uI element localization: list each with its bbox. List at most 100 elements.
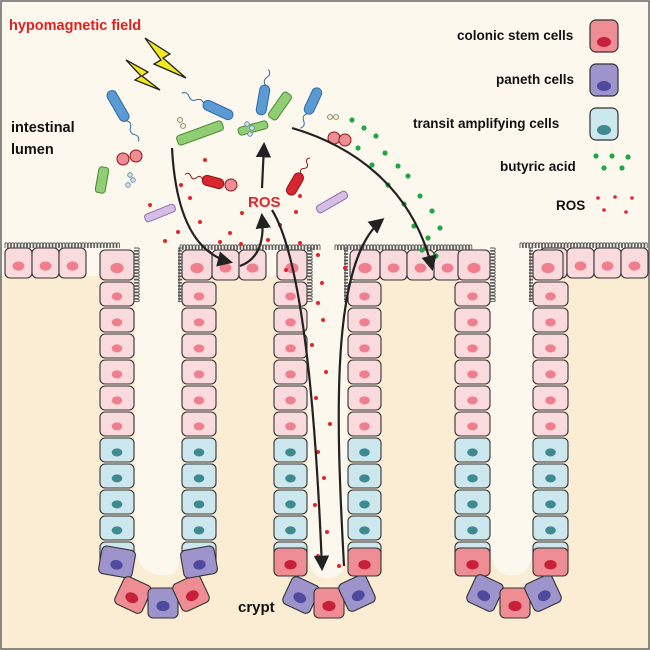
- epithelial-cell: [532, 359, 569, 385]
- ros-dot: [343, 266, 347, 270]
- lumen-label-line1: intestinal: [11, 120, 75, 136]
- epithelial-cell: [273, 359, 308, 385]
- epithelial-cell: [454, 307, 491, 333]
- paneth-cell: [466, 574, 504, 612]
- bacterium-purple-2: [315, 190, 349, 214]
- epithelial-cell: [454, 359, 491, 385]
- epithelial-cell: [532, 281, 569, 307]
- butyric-dot: [429, 208, 435, 214]
- arrow-lumen-to-epithelium: [170, 147, 233, 267]
- legend-paneth-icon: [589, 63, 619, 97]
- epithelial-cell: [58, 247, 87, 279]
- bacteria-group: [94, 69, 352, 223]
- epithelial-cell: [181, 281, 217, 307]
- legend-stem-label: colonic stem cells: [457, 28, 573, 43]
- stem-cell: [172, 574, 210, 612]
- butyric-dot: [373, 133, 379, 139]
- epithelial-cell: [211, 249, 240, 281]
- stem-cell: [532, 547, 569, 577]
- transit-amplifying-cell: [532, 437, 569, 463]
- ros-dot: [310, 343, 314, 347]
- stem-cell: [114, 576, 152, 614]
- legend-ta-label: transit amplifying cells: [413, 116, 559, 131]
- epithelial-cell: [454, 411, 491, 437]
- transit-amplifying-cell: [99, 437, 135, 463]
- epithelial-cell: [99, 281, 135, 307]
- transit-amplifying-cell: [454, 489, 491, 515]
- transit-amplifying-cell: [347, 489, 382, 515]
- ros-dot: [316, 450, 320, 454]
- ros-dot: [314, 396, 318, 400]
- ros-dot: [148, 203, 152, 207]
- legend-ros-label: ROS: [556, 198, 585, 213]
- epithelial-cell: [273, 281, 308, 307]
- butyric-dot: [419, 247, 425, 253]
- ros-center-label: ROS: [248, 194, 281, 211]
- ros-dot: [316, 253, 320, 257]
- epithelial-cell: [31, 247, 60, 279]
- arrow-bacteria-to-epithelium: [291, 126, 437, 271]
- transit-amplifying-cell: [347, 463, 382, 489]
- epithelial-cell: [532, 249, 564, 281]
- epithelial-cell: [566, 247, 595, 279]
- crypt-channel-right: [490, 256, 533, 575]
- epithelial-cell: [181, 307, 217, 333]
- epithelial-cell: [273, 333, 308, 359]
- epithelial-cell: [99, 307, 135, 333]
- lumen-label-line2: lumen: [11, 142, 54, 158]
- ros-dot: [316, 554, 320, 558]
- transit-amplifying-cell: [347, 437, 382, 463]
- epithelial-cell: [273, 411, 308, 437]
- transit-amplifying-cell: [273, 463, 308, 489]
- crypt-channel-left: [135, 256, 182, 575]
- crypt-label: crypt: [238, 599, 275, 616]
- transit-amplifying-cell: [181, 515, 217, 541]
- butyric-acid-particles: [349, 117, 443, 259]
- arrow-epithelium-to-ros: [239, 212, 271, 268]
- transit-amplifying-cell: [99, 463, 135, 489]
- epithelial-cell: [620, 247, 649, 279]
- butyric-dot: [425, 235, 431, 241]
- epithelial-cell: [454, 385, 491, 411]
- epithelial-cell: [99, 249, 135, 281]
- stem-cell: [454, 547, 491, 577]
- arrow-crypt-to-surface: [337, 218, 385, 567]
- lightning-icon: [125, 37, 187, 91]
- stem-cell: [273, 547, 308, 577]
- epithelial-cell: [347, 359, 382, 385]
- transit-amplifying-cell: [99, 515, 135, 541]
- ros-dot: [294, 210, 298, 214]
- bacterium-purple-1: [144, 203, 176, 223]
- bacterium-blue-4: [300, 87, 323, 129]
- title-label: hypomagnetic field: [9, 18, 141, 34]
- transit-amplifying-cell: [181, 463, 217, 489]
- ros-dot: [240, 211, 244, 215]
- ros-dot: [298, 194, 302, 198]
- epithelial-cell: [347, 281, 382, 307]
- butyric-dot: [361, 125, 367, 131]
- epithelial-cell: [99, 411, 135, 437]
- butyric-dot: [433, 253, 439, 259]
- paneth-cell: [338, 574, 376, 612]
- transit-amplifying-cell: [347, 515, 382, 541]
- epithelial-cell: [273, 385, 308, 411]
- arrow-ros-to-crypt: [271, 209, 330, 572]
- ros-dot: [218, 240, 222, 244]
- ros-dot: [328, 422, 332, 426]
- epithelial-cell: [273, 307, 308, 333]
- cocci-red-3: [327, 131, 352, 147]
- bacterium-blue-2: [181, 92, 234, 121]
- bacterium-green-1: [176, 120, 224, 146]
- butyric-dot: [355, 145, 361, 151]
- legend-butyric-icon: [593, 153, 631, 171]
- arrows: [170, 126, 437, 572]
- epithelial-cell: [347, 307, 382, 333]
- ros-dot: [321, 318, 325, 322]
- stem-cell: [313, 587, 345, 619]
- paneth-cell: [98, 545, 136, 579]
- cocci-yellow-1: [177, 117, 186, 129]
- stem-cell: [347, 547, 382, 577]
- ros-dot: [298, 241, 302, 245]
- epithelial-cell: [532, 411, 569, 437]
